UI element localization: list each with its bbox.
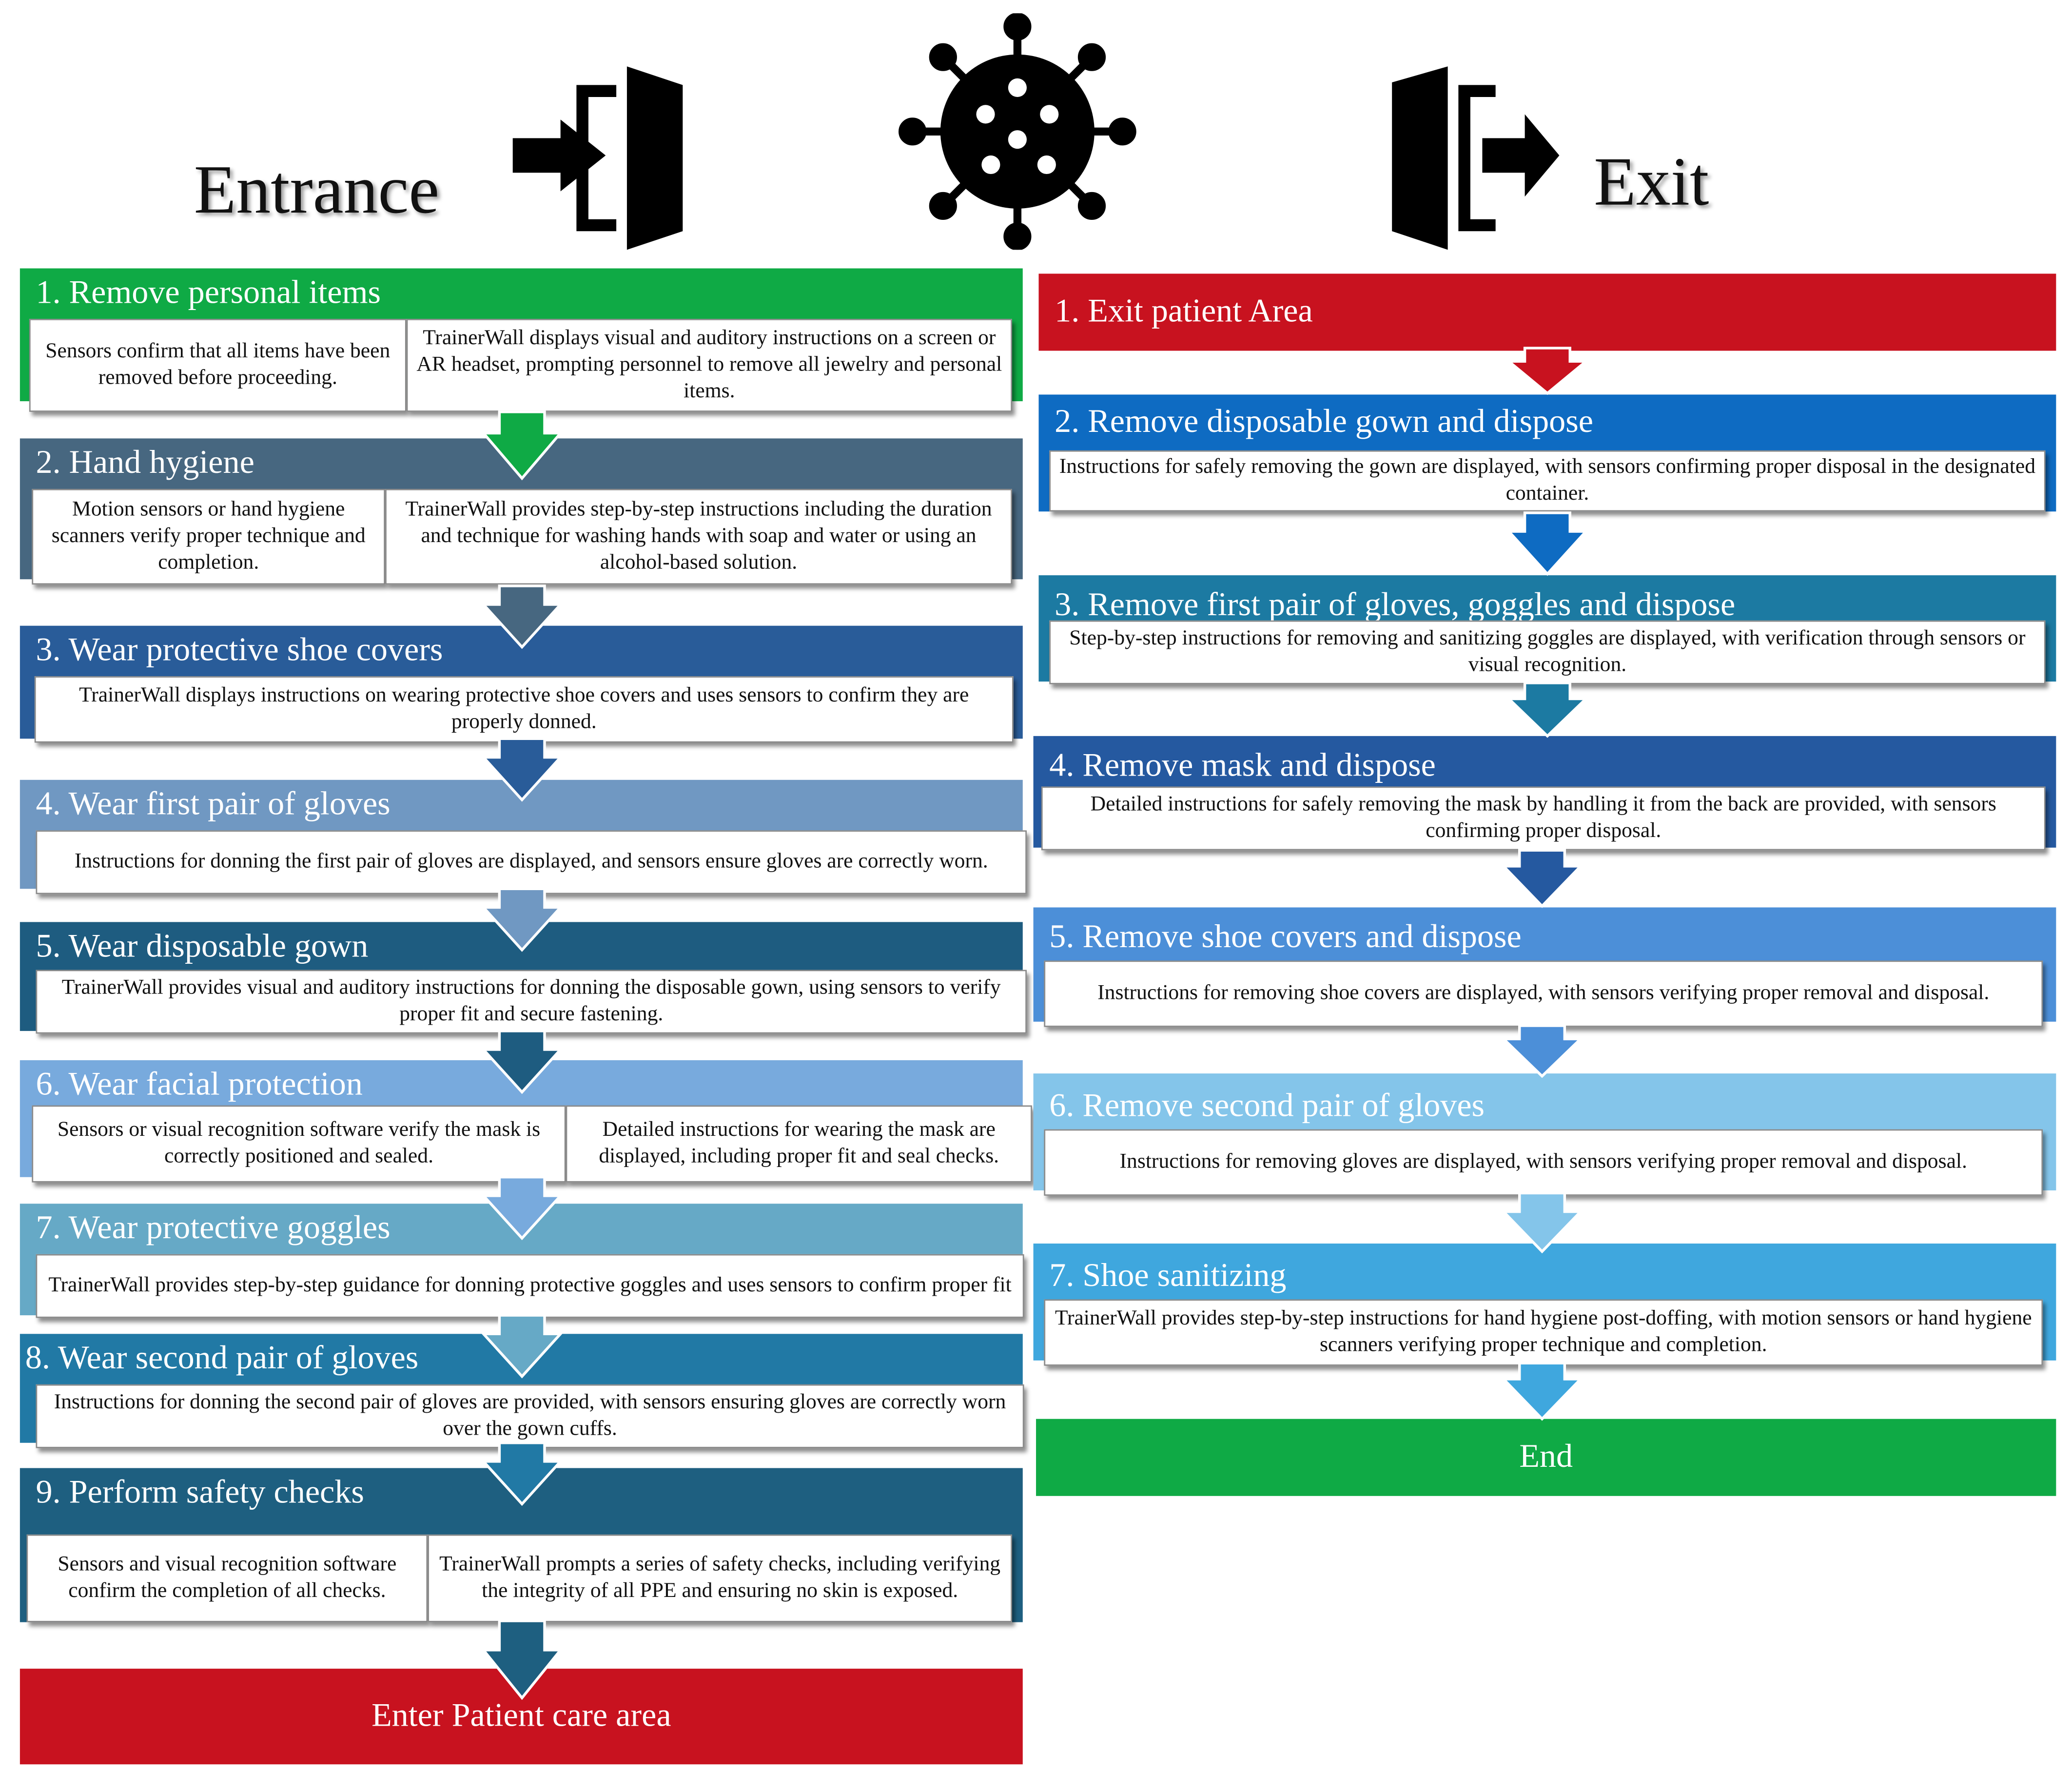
instruction-box: TrainerWall provides visual and auditory… bbox=[36, 970, 1027, 1034]
exit-step-2: 2. Remove disposable gown and dispose In… bbox=[1038, 394, 2056, 517]
down-arrow-icon bbox=[1500, 1362, 1584, 1421]
sensor-verification-box: Sensors or visual recognition software v… bbox=[32, 1105, 566, 1183]
down-arrow-icon bbox=[1500, 1024, 1584, 1078]
step-title: 4. Wear first pair of gloves bbox=[36, 786, 391, 823]
step-title: 6. Remove second pair of gloves bbox=[1049, 1088, 1485, 1124]
down-arrow-icon bbox=[480, 1175, 564, 1241]
exit-title: Exit bbox=[1594, 145, 1709, 221]
instruction-box: TrainerWall displays instructions on wea… bbox=[34, 676, 1014, 743]
exit-step-4: 4. Remove mask and dispose Detailed inst… bbox=[1033, 736, 2056, 856]
exit-step-1: 1. Exit patient Area bbox=[1038, 273, 2056, 351]
step-title: 7. Shoe sanitizing bbox=[1049, 1258, 1287, 1294]
entrance-step-3: 3. Wear protective shoe covers TrainerWa… bbox=[20, 625, 1023, 748]
step-title: 2. Hand hygiene bbox=[36, 445, 254, 481]
step-title: 2. Remove disposable gown and dispose bbox=[1055, 404, 1593, 440]
sensor-verification-box: Sensors and visual recognition software … bbox=[26, 1534, 428, 1622]
down-arrow-icon bbox=[1505, 511, 1589, 576]
down-arrow-icon bbox=[480, 1314, 564, 1379]
instruction-box: TrainerWall provides step-by-step instru… bbox=[1044, 1299, 2043, 1366]
trainerwall-instruction-box: TrainerWall provides step-by-step instru… bbox=[385, 488, 1012, 585]
virus-icon bbox=[899, 13, 1136, 250]
sensor-verification-box: Motion sensors or hand hygiene scanners … bbox=[32, 488, 386, 585]
step-band bbox=[1038, 273, 2056, 351]
end-bar: End bbox=[1036, 1419, 2056, 1496]
step-title: 7. Wear protective goggles bbox=[36, 1210, 391, 1246]
down-arrow-icon bbox=[480, 887, 564, 952]
sensor-verification-box: Sensors confirm that all items have been… bbox=[29, 319, 407, 412]
down-arrow-icon bbox=[480, 1441, 564, 1506]
instruction-box: Instructions for donning the second pair… bbox=[36, 1384, 1024, 1448]
trainerwall-instruction-box: Detailed instructions for wearing the ma… bbox=[566, 1105, 1032, 1183]
step-title: 8. Wear second pair of gloves bbox=[25, 1340, 419, 1377]
entrance-title: Entrance bbox=[194, 153, 440, 229]
down-arrow-icon bbox=[480, 584, 564, 649]
exit-door-icon bbox=[1392, 66, 1560, 250]
instruction-box: TrainerWall provides step-by-step guidan… bbox=[36, 1254, 1024, 1318]
step-title: 5. Wear disposable gown bbox=[36, 929, 369, 965]
instruction-box: Instructions for safely removing the gow… bbox=[1049, 450, 2046, 512]
down-arrow-icon bbox=[480, 410, 564, 481]
exit-step-7: 7. Shoe sanitizing TrainerWall provides … bbox=[1033, 1243, 2056, 1368]
step-title: 3. Remove first pair of gloves, goggles … bbox=[1055, 587, 1736, 623]
down-arrow-icon bbox=[1500, 849, 1584, 908]
step-title: 6. Wear facial protection bbox=[36, 1067, 363, 1103]
down-arrow-icon bbox=[480, 737, 564, 802]
instruction-box: Instructions for donning the first pair … bbox=[36, 830, 1027, 895]
down-arrow-icon bbox=[1500, 1191, 1584, 1254]
instruction-box: Instructions for removing gloves are dis… bbox=[1044, 1129, 2043, 1196]
down-arrow-icon bbox=[1505, 681, 1589, 738]
entrance-step-1: 1. Remove personal items Sensors confirm… bbox=[20, 268, 1023, 412]
instruction-box: Instructions for removing shoe covers ar… bbox=[1044, 960, 2043, 1027]
step-title: 5. Remove shoe covers and dispose bbox=[1049, 919, 1522, 955]
entrance-door-icon bbox=[512, 66, 683, 250]
trainerwall-instruction-box: TrainerWall prompts a series of safety c… bbox=[428, 1534, 1012, 1622]
exit-step-3: 3. Remove first pair of gloves, goggles … bbox=[1038, 575, 2056, 689]
exit-step-6: 6. Remove second pair of gloves Instruct… bbox=[1033, 1073, 2056, 1198]
instruction-box: Detailed instructions for safely removin… bbox=[1041, 786, 2046, 851]
step-title: 9. Perform safety checks bbox=[36, 1475, 364, 1511]
step-title: 4. Remove mask and dispose bbox=[1049, 748, 1436, 784]
exit-step-5: 5. Remove shoe covers and dispose Instru… bbox=[1033, 907, 2056, 1030]
step-title: 3. Wear protective shoe covers bbox=[36, 632, 443, 668]
instruction-box: Step-by-step instructions for removing a… bbox=[1049, 620, 2046, 684]
entrance-step-9: 9. Perform safety checks Sensors and vis… bbox=[20, 1468, 1023, 1628]
entrance-step-4: 4. Wear first pair of gloves Instruction… bbox=[20, 779, 1027, 899]
down-arrow-icon bbox=[480, 1619, 564, 1700]
down-arrow-icon bbox=[480, 1030, 564, 1094]
step-title: 1. Remove personal items bbox=[36, 275, 381, 311]
down-arrow-icon bbox=[1505, 347, 1590, 395]
trainerwall-instruction-box: TrainerWall displays visual and auditory… bbox=[406, 319, 1012, 412]
step-title: 1. Exit patient Area bbox=[1055, 293, 1313, 330]
